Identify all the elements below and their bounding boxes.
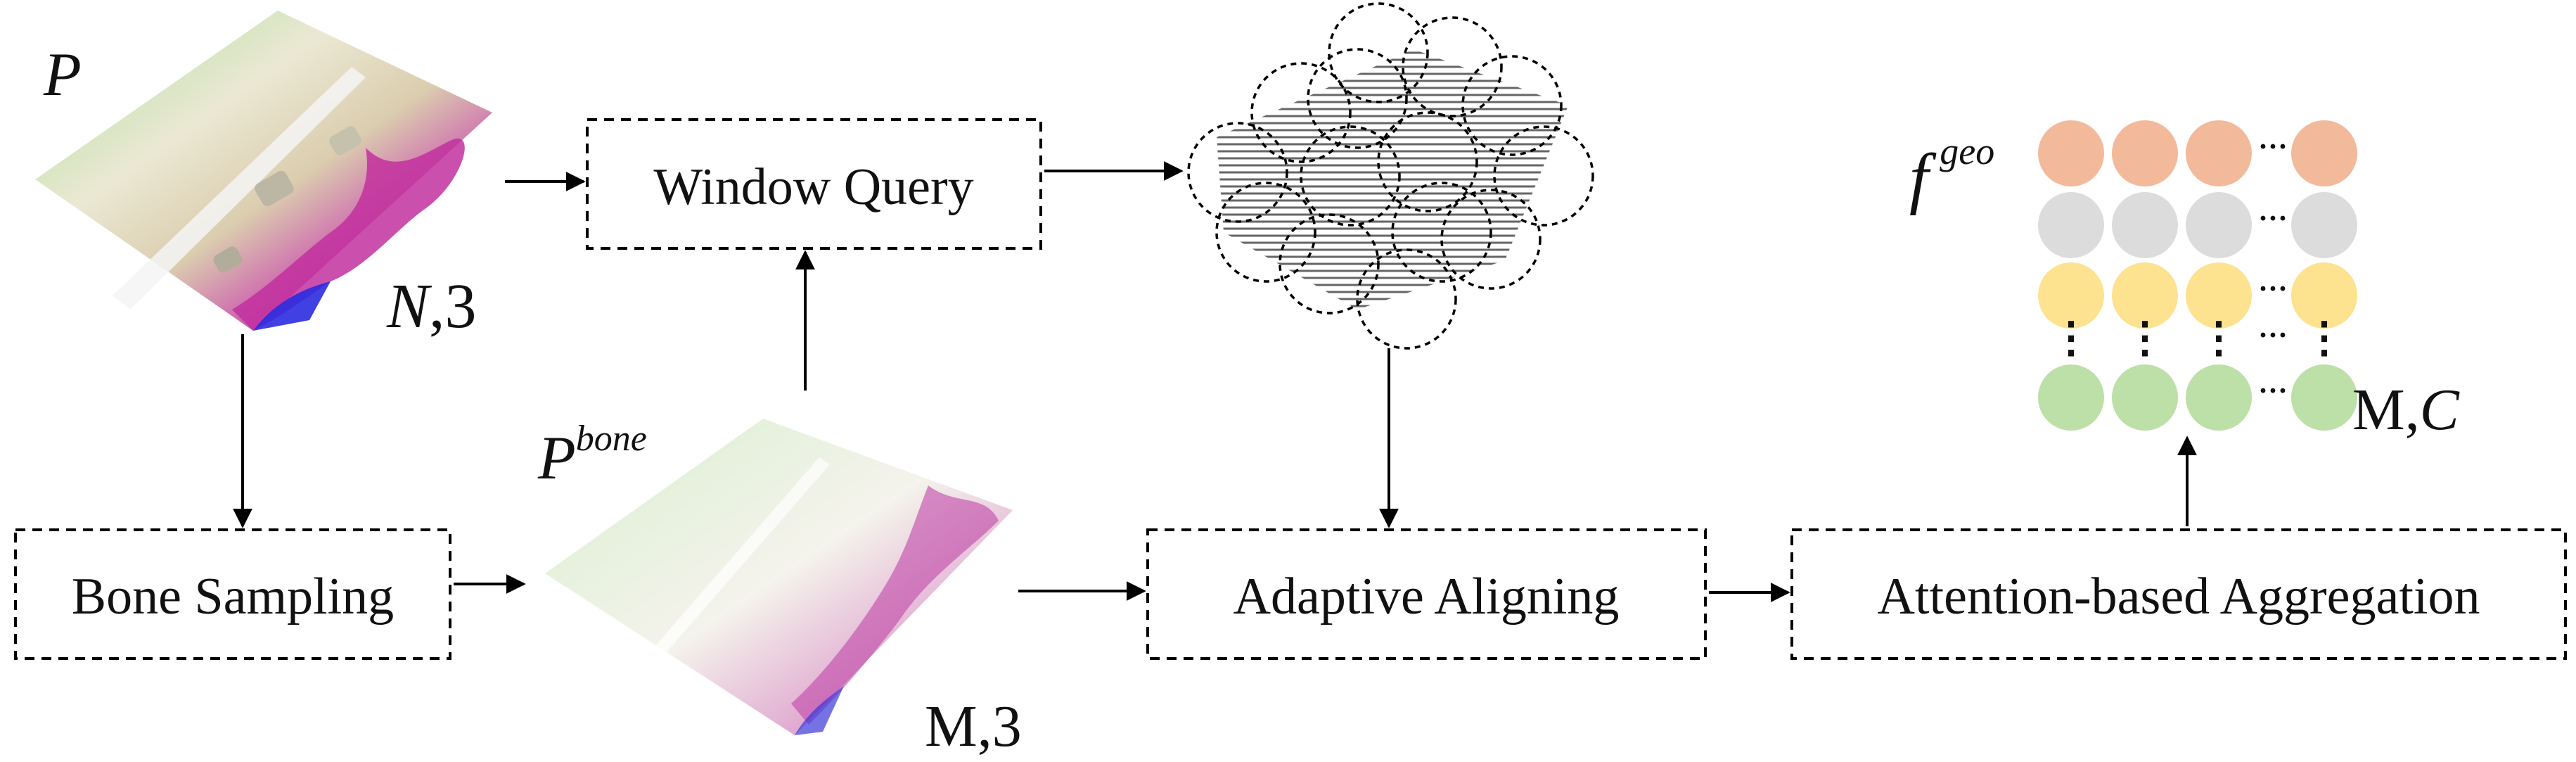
feature-ellipsis: ··· (2258, 375, 2288, 407)
feature-cell (2038, 192, 2104, 258)
feature-ellipsis: ··· (2258, 273, 2288, 305)
feature-vertical-ellipsis: ⋮ (2124, 315, 2166, 361)
feature-vertical-ellipsis: ⋮ (2303, 315, 2345, 361)
feature-dims: M,C (2352, 377, 2460, 443)
adaptive-aligning-box: Adaptive Aligning (1146, 528, 1707, 660)
adaptive-aligning-label: Adaptive Aligning (1233, 568, 1620, 626)
input-point-cloud (35, 11, 492, 331)
feature-cell (2186, 364, 2252, 431)
window-query-box: Window Query (586, 118, 1042, 250)
bone-point-cloud (545, 419, 1013, 735)
bone-symbol-superscript: bone (576, 419, 647, 459)
attention-aggregation-box: Attention-based Aggregation (1790, 528, 2567, 660)
feature-cell (2186, 262, 2252, 329)
feature-cell (2112, 364, 2178, 431)
feature-cell (2186, 120, 2252, 186)
input-cloud-dims: N,3 (386, 272, 477, 341)
connectors (233, 161, 2197, 602)
feature-dims-var: C (2420, 377, 2460, 443)
window-query-result (1187, 2, 1594, 350)
feature-ellipsis: ··· (2258, 319, 2288, 352)
feature-cell (2112, 192, 2178, 258)
feature-vertical-ellipsis: ⋮ (2198, 315, 2240, 361)
feature-cell (2186, 192, 2252, 258)
feature-cell (2291, 364, 2357, 431)
input-cloud-symbol: P (43, 41, 82, 109)
input-dims-var: N (386, 272, 432, 341)
feature-cell (2291, 192, 2357, 258)
feature-cell (2291, 262, 2357, 329)
feature-cell (2038, 364, 2104, 431)
bone-cloud-symbol: Pbone (537, 419, 647, 493)
feature-symbol-base: f (1909, 140, 1937, 216)
attention-aggregation-label: Attention-based Aggregation (1878, 568, 2480, 626)
feature-dims-prefix: M, (2352, 377, 2420, 443)
feature-matrix: ··· ··· ··· ⋮ ⋮ ⋮ ⋮ ··· ··· (2038, 120, 2357, 431)
feature-cell (2038, 120, 2104, 186)
feature-cell (2112, 262, 2178, 329)
feature-vertical-ellipsis: ⋮ (2050, 315, 2092, 361)
window-query-label: Window Query (653, 158, 973, 216)
feature-cell (2291, 120, 2357, 186)
feature-symbol-superscript: geo (1940, 130, 1994, 172)
input-dims-rest: ,3 (429, 272, 477, 341)
feature-cell (2038, 262, 2104, 329)
bone-sampling-label: Bone Sampling (72, 568, 394, 626)
feature-ellipsis: ··· (2258, 131, 2288, 163)
bone-symbol-base: P (537, 424, 576, 493)
bone-cloud-dims: M,3 (925, 694, 1022, 759)
feature-ellipsis: ··· (2258, 203, 2288, 235)
feature-cell (2112, 120, 2178, 186)
bone-sampling-box: Bone Sampling (14, 528, 451, 660)
